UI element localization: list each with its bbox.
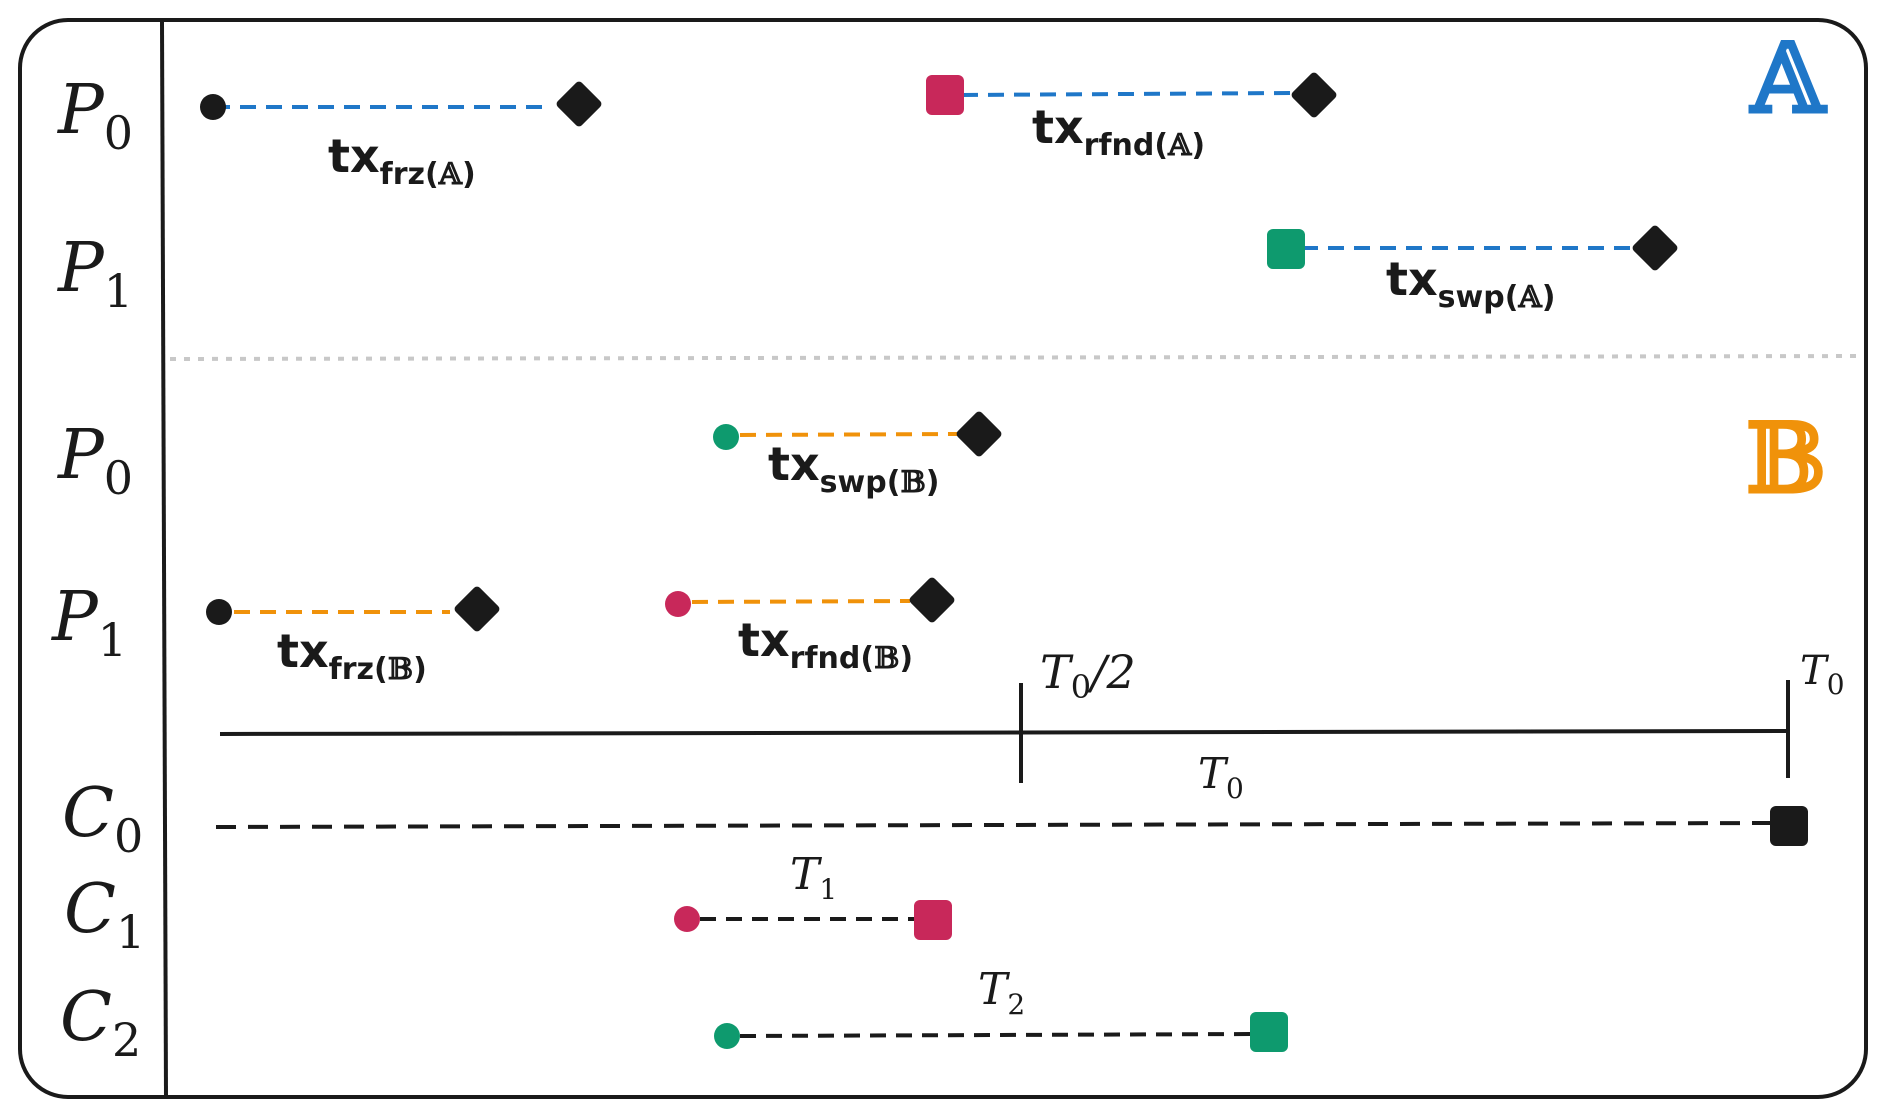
timeline-axis [219,729,1791,736]
timeline-half-label: T0/2 [1040,645,1136,706]
tx-frz-a-start-dot [200,94,226,120]
chain-b-label: 𝔹 [1745,402,1826,515]
row-label-p0-b: P0 [56,416,133,505]
tx-frz-b-end-diamond [454,586,500,632]
row-label-p1-b: P1 [50,578,127,667]
tx-swp-a-end-diamond [1632,225,1678,271]
tx-rfnd-a-label: txrfnd(𝔸) [1032,100,1205,163]
tx-swp-b [713,411,1002,457]
row-label-p1-a: P1 [56,229,133,318]
chain-divider [169,354,1865,361]
tx-swp-b-label: txswp(𝔹) [768,437,940,500]
tx-rfnd-b-end-diamond [909,577,955,623]
row-label-separator [160,21,168,1098]
tx-frz-a-end-diamond [556,81,602,127]
tx-frz-a-label: txfrz(𝔸) [328,129,476,192]
tx-swp-b-line [739,432,961,437]
c1-timeout-end-square [914,900,952,940]
row-label-c2: C2 [60,978,141,1067]
c1-timeout-start-dot [674,906,700,932]
c2-timeout-line [739,1032,1255,1038]
c0-timeout-line [215,821,1771,829]
c0-timeout [215,806,1808,846]
c2-timeout [714,1012,1288,1052]
c2-timeout-start-dot [714,1023,740,1049]
timeline-span-label: T0 [1198,749,1244,805]
tx-frz-b-start-dot [206,599,232,625]
chain-a-label: 𝔸 [1748,22,1829,135]
row-label-c1: C1 [64,870,145,959]
tx-frz-b-label: txfrz(𝔹) [277,624,427,687]
tx-swp-a-label: txswp(𝔸) [1386,252,1555,315]
tx-frz-a [200,81,602,127]
tx-rfnd-b-label: txrfnd(𝔹) [738,613,913,676]
diagram-frame [18,18,1868,1099]
tx-rfnd-b-line [691,599,911,604]
tx-frz-b [206,586,500,632]
row-label-p0-a: P0 [56,71,133,160]
tx-rfnd-a [926,72,1337,118]
tx-rfnd-a-end-diamond [1291,72,1337,118]
tx-swp-b-end-diamond [956,411,1002,457]
tx-rfnd-b [665,577,955,623]
tx-rfnd-b-start-dot [665,591,691,617]
c1-timeout-label: T1 [790,849,837,906]
tx-rfnd-a-line [961,91,1293,97]
c2-timeout-end-square [1250,1012,1288,1052]
tx-rfnd-a-start-square [926,75,964,115]
timeline [219,680,1791,783]
timeline-end-label: T0 [1800,648,1845,701]
c2-timeout-label: T2 [978,964,1025,1021]
c1-timeout [674,900,952,940]
tx-swp-a-start-square [1267,229,1305,269]
c0-timeout-end-square [1770,806,1808,846]
row-label-c0: C0 [62,774,143,863]
tx-swp-a [1267,225,1678,271]
tx-swp-b-start-dot [713,424,739,450]
